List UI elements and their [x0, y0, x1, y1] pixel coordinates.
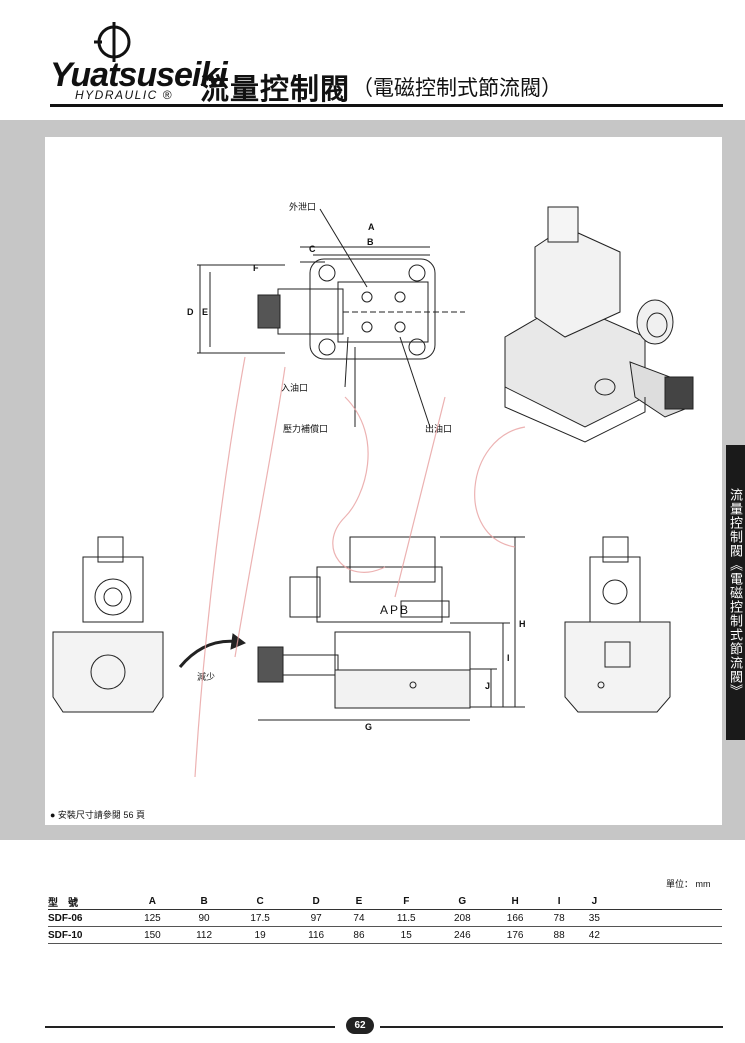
table-row: SDF-06 125 90 17.5 97 74 11.5 208 166 78…	[48, 910, 722, 927]
cell: 125	[144, 912, 161, 924]
spec-table: 型 號 A B C D E F G H I J SDF-06 125 90 17…	[48, 893, 722, 944]
dim-f: F	[253, 263, 259, 273]
table-header-row: 型 號 A B C D E F G H I J	[48, 893, 722, 910]
dim-g: G	[365, 722, 372, 732]
dim-e: E	[202, 307, 208, 317]
dim-j: J	[485, 681, 490, 691]
label-reduce: 減少	[197, 671, 215, 682]
install-note: ● 安裝尺寸請參閱 56 頁	[50, 810, 145, 820]
cell: 86	[353, 929, 365, 941]
brand-name: Yuatsuseiki	[50, 56, 228, 94]
cell: 78	[553, 912, 565, 924]
isometric-view	[504, 206, 694, 443]
page-title: 流量控制閥	[200, 74, 351, 106]
table-row: SDF-10 150 112 19 116 86 15 246 176 88 4…	[48, 927, 722, 944]
label-pressure-comp: 壓力補償口	[283, 423, 328, 434]
header-rule	[50, 104, 723, 107]
col-g: G	[458, 895, 467, 907]
cell: SDF-10	[48, 929, 83, 941]
cell: 42	[588, 929, 600, 941]
label-inlet: 入油口	[281, 382, 308, 393]
brand-logo-icon	[94, 22, 131, 62]
col-f: F	[403, 895, 410, 907]
footer-rule-right	[380, 1026, 723, 1028]
watermark	[194, 356, 526, 778]
cell: 74	[353, 912, 365, 924]
right-end-view	[564, 536, 671, 713]
cell: SDF-06	[48, 912, 83, 924]
top-view	[197, 246, 465, 360]
col-h: H	[511, 895, 519, 907]
cell: 208	[453, 912, 471, 924]
technical-drawing: 外泄口 入油口 壓力補償口 出油口 減少 APB A B C D E F G H…	[52, 201, 694, 778]
label-outlet: 出油口	[425, 423, 452, 434]
cell: 15	[400, 929, 412, 941]
col-i: I	[557, 895, 561, 907]
col-d: D	[312, 895, 320, 907]
cell: 19	[254, 929, 266, 941]
col-c: C	[256, 895, 264, 907]
cell: 150	[144, 929, 161, 941]
label-nameplate: APB	[380, 603, 410, 617]
col-model: 型 號	[48, 897, 78, 909]
cell: 97	[310, 912, 322, 924]
page-subtitle: （電磁控制式節流閥）	[352, 77, 562, 100]
cell: 166	[506, 912, 524, 924]
cell: 90	[198, 912, 210, 924]
front-view	[178, 536, 525, 721]
cell: 88	[553, 929, 565, 941]
cell: 246	[453, 929, 471, 941]
cell: 176	[506, 929, 524, 941]
col-a: A	[148, 895, 157, 907]
dim-a: A	[368, 222, 375, 232]
brand-subtitle: HYDRAULIC ®	[75, 88, 174, 102]
footer-rule-left	[45, 1026, 335, 1028]
cell: 17.5	[250, 912, 270, 924]
dim-h: H	[519, 619, 526, 629]
col-b: B	[200, 895, 208, 907]
dim-i: I	[507, 653, 510, 663]
dim-b: B	[367, 237, 374, 247]
unit-label: 單位： mm	[666, 879, 711, 889]
col-e: E	[355, 895, 363, 907]
dim-d: D	[187, 307, 194, 317]
cell: 35	[588, 912, 600, 924]
label-external-drain: 外泄口	[289, 201, 316, 212]
dim-c: C	[309, 244, 316, 254]
cell: 112	[196, 929, 213, 941]
cell: 11.5	[396, 912, 416, 924]
left-end-view	[52, 536, 164, 713]
page-number: 62	[346, 1017, 374, 1034]
side-tab: 流量控制閥《電磁控制式節流閥》	[726, 445, 745, 740]
col-j: J	[591, 895, 598, 907]
cell: 116	[308, 929, 325, 941]
